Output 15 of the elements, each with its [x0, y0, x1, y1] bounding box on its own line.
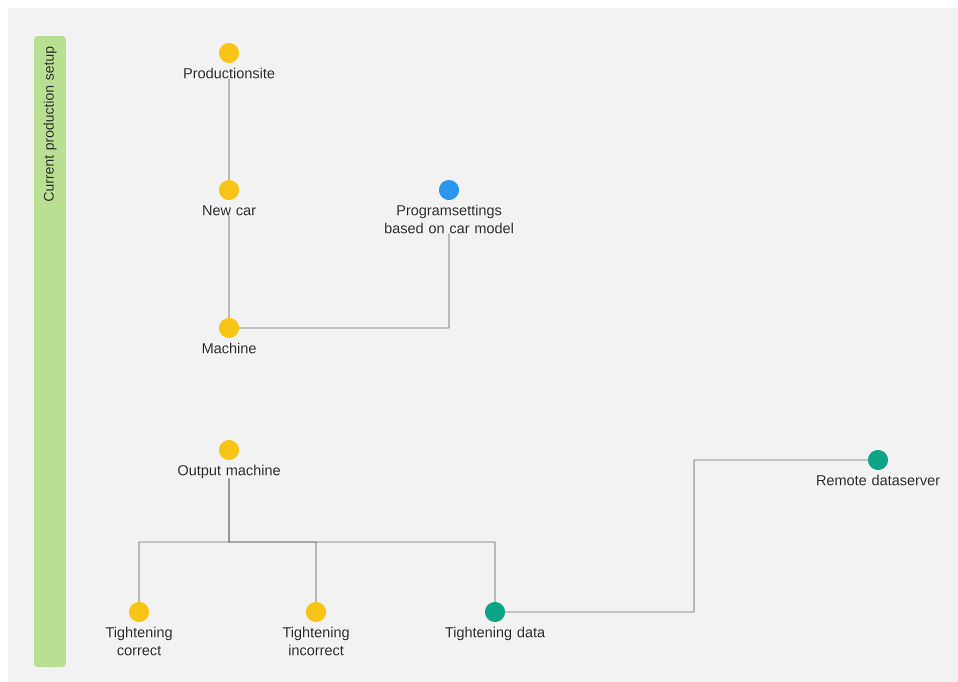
- swimlane-band: Current production setup: [34, 36, 66, 667]
- connector-line: [228, 215, 230, 318]
- node-label: Remote dataserver: [817, 474, 940, 486]
- node-label: Productionsite: [184, 68, 274, 78]
- node-label: Machine: [202, 342, 256, 354]
- node-label: New car: [203, 205, 256, 216]
- connector-line: [504, 460, 868, 612]
- node-label: Tightening correct: [106, 626, 172, 656]
- connector-line: [228, 78, 230, 180]
- node-label: Tightening incorrect: [282, 626, 349, 656]
- node-label: Tightening data: [445, 626, 546, 640]
- node-label: Programsettings based on car model: [385, 204, 513, 234]
- connector-line: [228, 478, 496, 602]
- node-label: Output machine: [178, 464, 280, 478]
- connector-line: [238, 233, 450, 328]
